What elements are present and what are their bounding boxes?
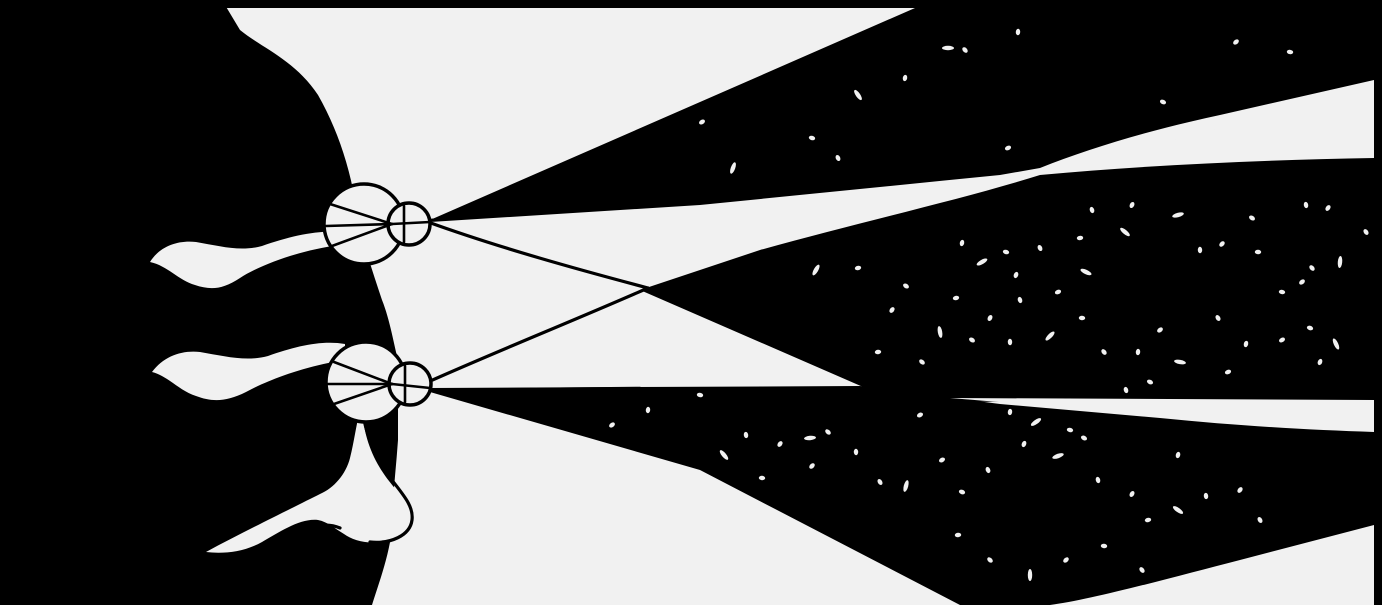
right-border [1374, 0, 1382, 605]
star-speck [1028, 569, 1032, 581]
star-speck [942, 46, 954, 50]
top-border [0, 0, 1382, 8]
